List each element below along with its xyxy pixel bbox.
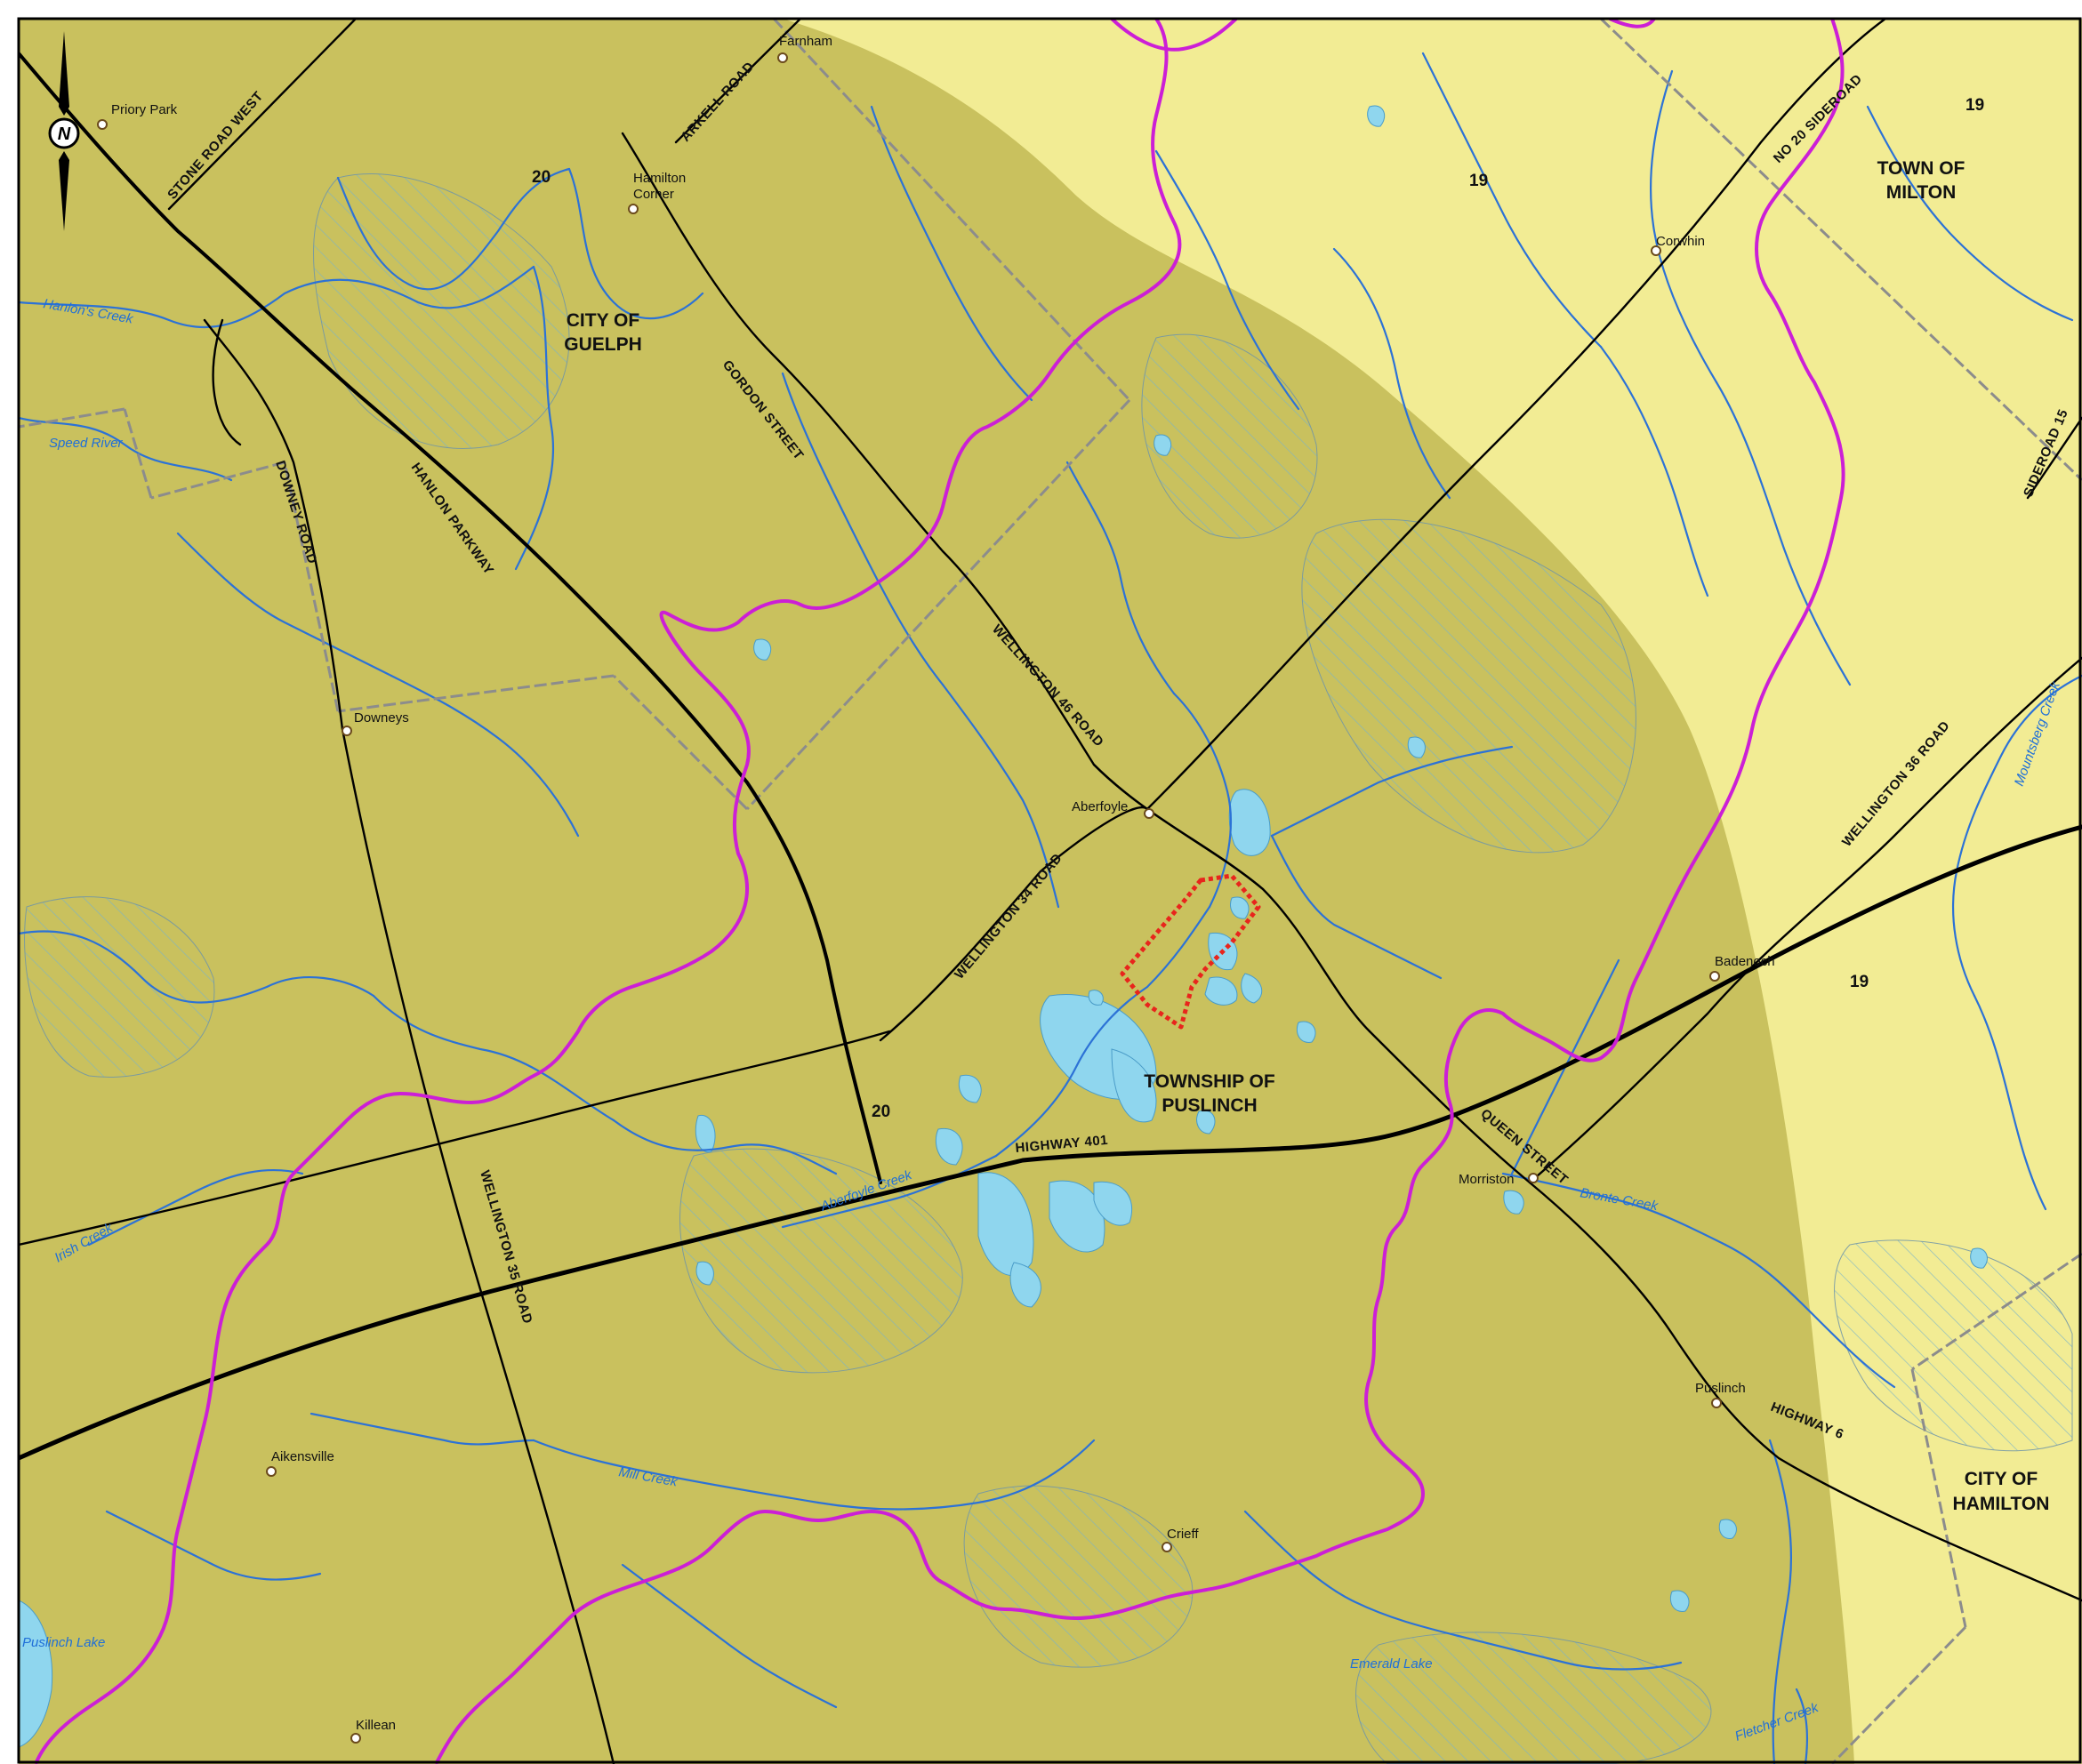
label-aberfoyle: Aberfoyle	[1072, 799, 1128, 814]
killean-marker	[350, 1733, 361, 1744]
corwhin-marker	[1651, 245, 1661, 256]
label-number-19-top: 19	[1469, 172, 1488, 190]
label-milton-1: TOWN OF	[1877, 158, 1965, 179]
water-bodies	[19, 105, 1988, 1748]
road-sideroad-15	[2026, 416, 2082, 500]
north-arrow-label: N	[58, 124, 71, 144]
hanlons-creek	[19, 265, 535, 329]
road-stone-road-west	[167, 19, 358, 211]
municipal-boundaries	[19, 19, 2082, 1764]
label-number-20-top: 20	[532, 168, 551, 187]
road-gordon-street	[621, 132, 1371, 1033]
fletcher-creek	[1795, 1688, 1809, 1764]
badenoch-marker	[1709, 971, 1720, 982]
map-frame	[17, 17, 2082, 1764]
label-morriston: Morriston	[1459, 1172, 1515, 1187]
road-arkell-road	[674, 19, 802, 144]
label-badenoch: Badenoch	[1715, 954, 1775, 969]
label-hamilton-corner-2: Corner	[633, 187, 674, 202]
road-north-east	[1146, 19, 1887, 811]
aikensville-marker	[266, 1466, 277, 1477]
priory-park-marker	[97, 119, 108, 130]
watershed-boundaries	[34, 19, 1845, 1764]
label-guelph-2: GUELPH	[564, 334, 642, 355]
watershed-east	[434, 19, 1845, 1764]
crieff-marker	[1162, 1542, 1172, 1552]
label-farnham: Farnham	[779, 34, 832, 49]
road-queen-street	[1368, 1030, 2082, 1602]
road-west-loop	[212, 318, 242, 446]
puslinch-marker	[1711, 1398, 1722, 1408]
label-priory-park: Priory Park	[111, 102, 178, 117]
label-puslinch-2: PUSLINCH	[1162, 1095, 1257, 1116]
label-speed-river: Speed River	[49, 436, 124, 451]
road-wellington-35	[341, 727, 615, 1764]
morriston-marker	[1528, 1173, 1539, 1183]
mill-creek	[532, 1439, 820, 1504]
road-highway-401	[19, 824, 2082, 1461]
label-hamilton-1: CITY OF	[1965, 1469, 2038, 1489]
label-corwhin: Corwhin	[1656, 234, 1705, 249]
road-wellington-36	[1528, 656, 2082, 1184]
label-puslinch: Puslinch	[1695, 1381, 1746, 1396]
label-guelph-1: CITY OF	[567, 310, 640, 331]
label-puslinch-lake: Puslinch Lake	[22, 1635, 105, 1650]
bronte-creek	[1501, 1172, 1727, 1247]
label-number-19-mid-right: 19	[1850, 973, 1869, 991]
streams	[19, 52, 2082, 1764]
label-downeys: Downeys	[354, 710, 409, 726]
hamilton-corner-marker	[628, 204, 639, 214]
road-wellington-34	[879, 806, 1149, 1042]
road-concession-west	[19, 1030, 891, 1247]
watershed-main	[34, 19, 1182, 1764]
roads	[19, 19, 2082, 1764]
aberfoyle-marker	[1144, 808, 1154, 819]
label-hamilton-2: HAMILTON	[1953, 1494, 2050, 1514]
puslinch-lake	[19, 1600, 53, 1748]
label-aikensville: Aikensville	[271, 1449, 334, 1464]
mountsberg-creek	[1952, 674, 2082, 998]
watershed-top	[1110, 19, 1238, 52]
label-number-20-mid: 20	[872, 1102, 890, 1121]
label-killean: Killean	[356, 1718, 396, 1733]
inner-zone	[19, 19, 1854, 1764]
label-emerald-lake: Emerald Lake	[1350, 1656, 1433, 1672]
north-arrow: N	[48, 31, 80, 231]
label-crieff: Crieff	[1167, 1527, 1199, 1542]
label-milton-2: MILTON	[1886, 182, 1957, 203]
place-markers	[97, 52, 1722, 1744]
road-hanlon-parkway	[19, 52, 882, 1184]
label-hamilton-corner-1: Hamilton	[633, 171, 686, 186]
farnham-marker	[777, 52, 788, 63]
aberfoyle-creek	[781, 1154, 998, 1229]
downeys-marker	[342, 726, 352, 736]
label-number-19-right: 19	[1965, 96, 1984, 115]
road-downey-road	[203, 318, 344, 731]
label-puslinch-1: TOWNSHIP OF	[1144, 1071, 1275, 1092]
road-wellington-46	[1092, 763, 1265, 891]
irish-creek	[87, 1168, 304, 1247]
watershed-top-right	[1609, 19, 1656, 28]
study-site-boundary	[1120, 873, 1261, 1030]
